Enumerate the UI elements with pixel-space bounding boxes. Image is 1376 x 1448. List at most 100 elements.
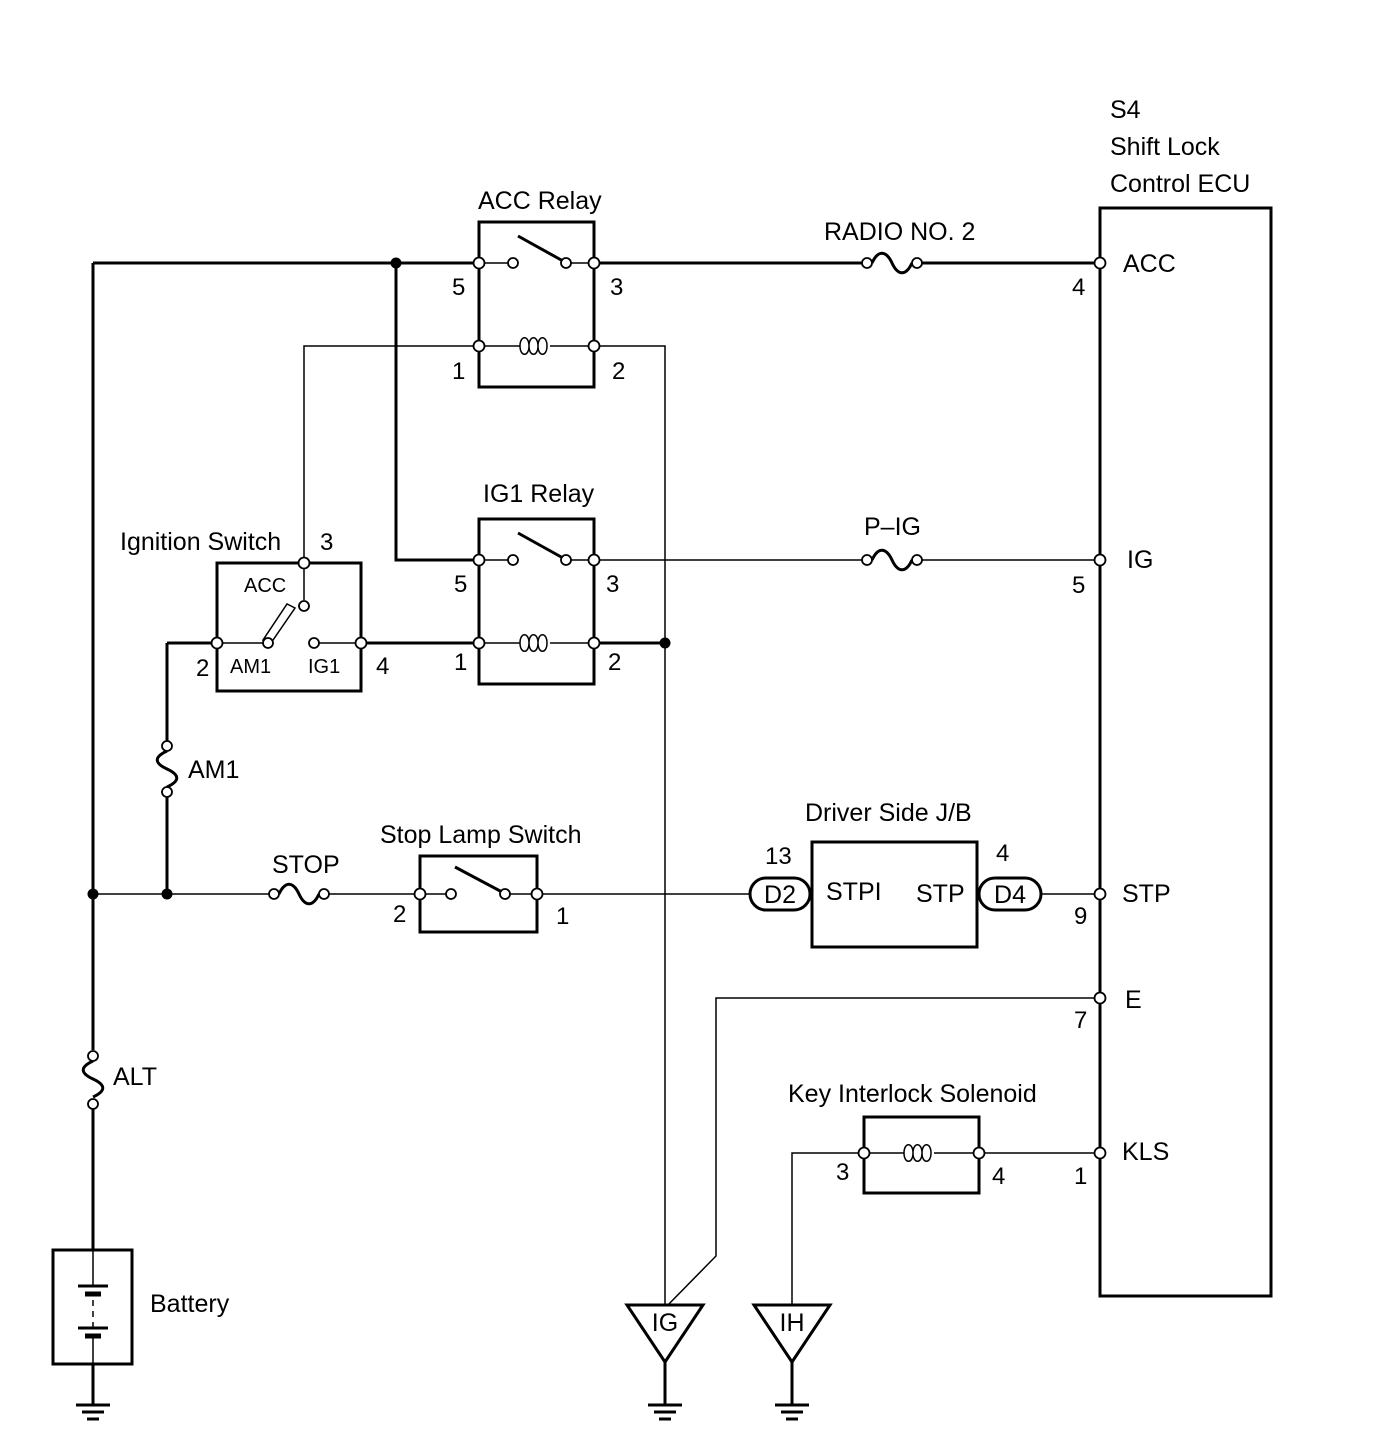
- connector-d2-label: D2: [764, 881, 796, 909]
- relay-terminal: [587, 636, 601, 650]
- switch-contact: [560, 554, 572, 566]
- ignition-switch-pin-3: 3: [320, 529, 333, 556]
- acc-relay-pin-5: 5: [452, 274, 465, 301]
- wire-solenoid-ground: [791, 1152, 864, 1308]
- ig1-relay-box: [477, 517, 596, 686]
- ecu-terminal-stp: STP: [1122, 880, 1171, 908]
- ig1-relay-pin-5: 5: [454, 571, 467, 598]
- fuse-am1-label: AM1: [188, 756, 239, 784]
- fuse-pig-label: P–IG: [864, 513, 921, 541]
- ecu-terminal-circle: [1093, 887, 1107, 901]
- stop-lamp-switch: Stop Lamp Switch 2 1: [380, 821, 582, 934]
- relay-terminal: [587, 339, 601, 353]
- ecu-terminal-kls: KLS: [1122, 1138, 1169, 1166]
- wire-e-ground: [664, 997, 1100, 1309]
- junction-block: Driver Side J/B 13 4 D2 D4 STPI STP: [748, 799, 1043, 949]
- switch-terminal: [413, 887, 427, 901]
- ecu-code: S4: [1110, 96, 1141, 124]
- fuse-terminal: [87, 1098, 99, 1110]
- ground-point-ih: [751, 1303, 833, 1365]
- ig1-relay-title: IG1 Relay: [483, 480, 595, 508]
- ignition-contact-am1: AM1: [230, 656, 271, 678]
- connector-d2: [748, 876, 812, 912]
- fuse-terminal: [911, 257, 923, 269]
- fuse-pig: P–IG: [861, 513, 923, 572]
- ignition-switch-box: [215, 561, 363, 693]
- switch-contact: [499, 888, 511, 900]
- relay-terminal: [472, 553, 486, 567]
- acc-relay-coil: [519, 337, 548, 355]
- ignition-switch: Ignition Switch 3 ACC AM1 IG1 2 4: [120, 528, 389, 693]
- relay-terminal: [587, 256, 601, 270]
- ig1-relay-coil: [519, 634, 548, 652]
- fuse-symbol: [870, 251, 914, 275]
- acc-relay-pin-3: 3: [610, 274, 623, 301]
- junction-dot: [390, 257, 402, 269]
- switch-contact: [560, 257, 572, 269]
- stop-lamp-switch-pin-1: 1: [556, 903, 569, 930]
- stop-lamp-switch-pin-2: 2: [393, 901, 406, 928]
- stop-lamp-switch-title: Stop Lamp Switch: [380, 821, 582, 849]
- ground-battery: [76, 1403, 110, 1421]
- relay-terminal: [472, 636, 486, 650]
- acc-relay-switch-blade: [517, 234, 564, 263]
- solenoid-terminal: [972, 1146, 986, 1160]
- ecu-terminal-circle: [1093, 256, 1107, 270]
- fuse-alt-label: ALT: [113, 1063, 157, 1091]
- fuse-terminal: [861, 257, 873, 269]
- stop-lamp-switch-blade: [454, 865, 503, 894]
- fuse-terminal: [911, 554, 923, 566]
- ig1-relay-switch-blade: [517, 531, 564, 560]
- battery: Battery: [51, 1248, 230, 1366]
- switch-contact: [445, 888, 457, 900]
- solenoid-pin-3: 3: [836, 1159, 849, 1186]
- junction-dot: [659, 637, 671, 649]
- ecu-pin-e: 7: [1074, 1007, 1087, 1034]
- ignition-terminal: [297, 556, 311, 570]
- junction-block-stp: STP: [916, 880, 965, 908]
- ignition-terminal: [354, 636, 368, 650]
- fuse-am1: AM1: [155, 740, 239, 798]
- solenoid-title: Key Interlock Solenoid: [788, 1080, 1037, 1108]
- fuse-terminal: [161, 786, 173, 798]
- ecu-terminal-e: E: [1125, 986, 1142, 1014]
- ig1-relay-pin-3: 3: [606, 571, 619, 598]
- junction-block-pin-13: 13: [765, 843, 792, 870]
- fuse-terminal: [87, 1050, 99, 1062]
- ground-ig: IG: [624, 1303, 706, 1421]
- ignition-terminal: [210, 636, 224, 650]
- ig1-relay-pin-2: 2: [608, 649, 621, 676]
- ecu-terminals: [1093, 256, 1107, 1160]
- ground-ih-label: IH: [780, 1309, 805, 1337]
- relay-terminal: [472, 256, 486, 270]
- switch-contact: [262, 637, 274, 649]
- ecu-terminal-circle: [1093, 553, 1107, 567]
- ig1-relay: IG1 Relay 5 3 1 2: [454, 480, 621, 686]
- ignition-switch-pin-4: 4: [376, 653, 389, 680]
- relay-terminal: [587, 553, 601, 567]
- fuse-terminal: [161, 740, 173, 752]
- solenoid-pin-4: 4: [992, 1163, 1005, 1190]
- ig1-relay-pin-1: 1: [454, 649, 467, 676]
- fuse-radio-label: RADIO NO. 2: [824, 218, 975, 246]
- switch-contact: [507, 257, 519, 269]
- wires: [87, 257, 1100, 1405]
- connector-d4-label: D4: [994, 881, 1026, 909]
- junction-block-title: Driver Side J/B: [805, 799, 972, 827]
- acc-relay-box: [477, 220, 596, 389]
- ignition-switch-title: Ignition Switch: [120, 528, 281, 556]
- ecu-terminal-circle: [1093, 1146, 1107, 1160]
- wire-coil-ground: [594, 345, 666, 1308]
- junction-block-stpi: STPI: [826, 878, 882, 906]
- acc-relay-pin-2: 2: [612, 358, 625, 385]
- ecu-pin-acc: 4: [1072, 274, 1085, 301]
- fuse-symbol: [277, 882, 321, 906]
- ignition-contact-ig1: IG1: [308, 656, 340, 678]
- ecu-terminal-acc: ACC: [1123, 250, 1176, 278]
- fuse-terminal: [318, 888, 330, 900]
- solenoid-coil: [903, 1144, 932, 1162]
- ecu-pin-ig: 5: [1072, 572, 1085, 599]
- fuse-symbol: [81, 1059, 105, 1099]
- relay-terminal: [472, 339, 486, 353]
